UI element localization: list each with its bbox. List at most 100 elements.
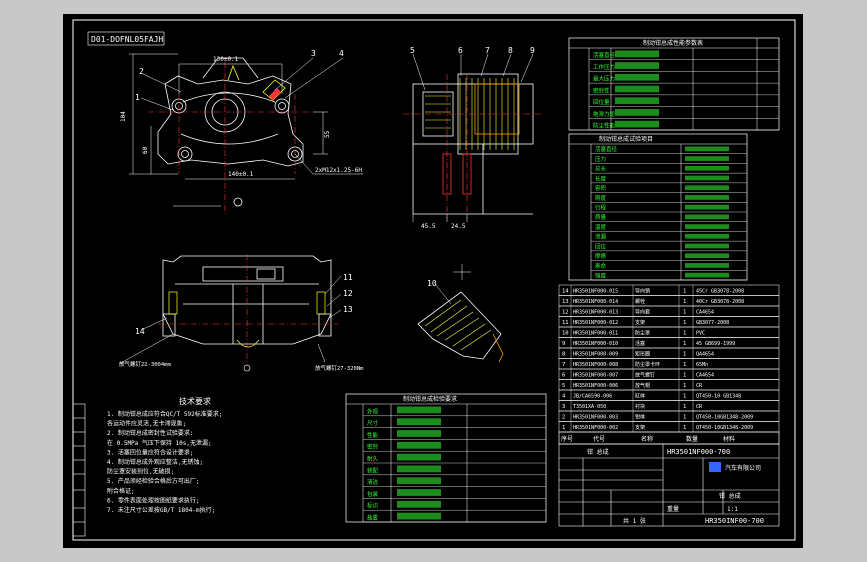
weight-label: 重量 — [667, 505, 679, 513]
parts-row-qty: 1 — [683, 310, 686, 316]
spec-row-value-bar — [397, 453, 441, 461]
parts-row-name: 导向套 — [635, 309, 650, 316]
scale-value: 1:1 — [727, 506, 738, 513]
parts-row-no: 10 — [562, 331, 569, 337]
spec-row-label: 密封性 — [593, 86, 610, 94]
top-view: 放气螺钉22-3004mm 放气螺钉27-320Nm 11 12 13 14 — [118, 254, 364, 372]
parts-header-no: 序号 — [561, 435, 573, 443]
parts-row-qty: 1 — [683, 425, 686, 431]
parts-row-no: 11 — [562, 320, 569, 326]
notes-line: 防尘罩安装到位,无破损; — [107, 468, 174, 476]
parts-row-code: T3501XA-050 — [573, 404, 606, 410]
spec-row-value-bar — [685, 165, 729, 171]
sheet-count: 共 1 张 — [623, 517, 646, 525]
spec-row-label: 回位 — [595, 242, 607, 250]
spec-row-value-bar — [685, 214, 729, 220]
cad-drawing: D01-DOFNL05FAJH — [72, 19, 796, 541]
parts-row-qty: 1 — [683, 373, 686, 379]
parts-row-qty: 1 — [683, 320, 686, 326]
parts-row-no: 14 — [562, 289, 569, 295]
company-logo — [709, 462, 721, 472]
parts-row-no: 4 — [562, 394, 566, 400]
spec-row-label: 刚度 — [595, 194, 607, 202]
spec-row-value-bar — [615, 109, 659, 116]
notes-lines: 1. 制动钳总成应符合QC/T 592标准要求; 各运动件应灵活,无卡滞现象;2… — [107, 410, 222, 514]
parts-row-qty: 1 — [683, 404, 686, 410]
parts-row-no: 13 — [562, 299, 569, 305]
spec-row-value-bar — [685, 233, 729, 239]
company-name: 汽车有限公司 — [725, 464, 761, 472]
parts-row-mat: CA4654 — [696, 373, 714, 379]
callout-4: 4 — [339, 49, 344, 58]
spec-row-value-bar — [397, 441, 441, 449]
parts-row-code: HR3501NF000-014 — [573, 299, 618, 305]
spec-table-a-title: 制动钳总成性能参数表 — [643, 39, 703, 47]
parts-row-no: 12 — [562, 310, 569, 316]
spec-row-value-bar — [397, 477, 441, 485]
notes-line: 各运动件应灵活,无卡滞现象; — [107, 420, 186, 428]
parts-row-mat: GB3077-2008 — [696, 320, 729, 326]
spec-row-label: 总长 — [595, 165, 607, 173]
spec-row-value-bar — [685, 253, 729, 259]
callout-11: 11 — [343, 273, 353, 282]
parts-row-mat: QT450-10GB1348-2009 — [696, 415, 753, 421]
parts-row-mat: 65Mn — [696, 362, 708, 368]
dim-left-height: 104 — [120, 111, 127, 122]
inner-border — [72, 19, 796, 541]
part-number-title: HR3501NF000-700 — [667, 448, 730, 456]
spec-row-value-bar — [685, 272, 729, 278]
spec-row-value-bar — [685, 185, 729, 191]
spec-row-label: 清洁 — [367, 478, 379, 486]
parts-row-qty: 1 — [683, 299, 686, 305]
notes-heading: 技术要求 — [179, 396, 211, 406]
parts-row-qty: 1 — [683, 331, 686, 337]
dim-inner-width: 140±0.1 — [228, 171, 254, 178]
spec-row-value-bar — [685, 175, 729, 181]
parts-row-no: 8 — [562, 352, 565, 358]
parts-row-name: 防尘罩卡环 — [635, 361, 660, 368]
parts-row-name: 导向销 — [635, 288, 650, 295]
technical-notes: 技术要求 1. 制动钳总成应符合QC/T 592标准要求; 各运动件应灵活,无卡… — [107, 396, 222, 514]
notes-line: 3. 活塞回位量应符合设计要求; — [107, 448, 193, 456]
parts-row-name: 活塞 — [635, 340, 645, 347]
parts-row-mat: QT450-10GB1348-2009 — [696, 425, 753, 431]
parts-header-mat: 材料 — [723, 435, 735, 443]
parts-row-mat: CR — [696, 383, 703, 389]
callout-12: 12 — [343, 289, 353, 298]
notes-line: 附合格证; — [107, 487, 135, 495]
spec-row-label: 包装 — [367, 490, 379, 498]
parts-row-no: 6 — [562, 373, 565, 379]
notes-line: 1. 制动钳总成应符合QC/T 592标准要求; — [107, 410, 222, 418]
spec-row-label: 防尘性能 — [593, 122, 616, 130]
section-view: 45.5 24.5 5 6 7 8 9 — [403, 46, 543, 230]
parts-row-name: 放气帽 — [635, 382, 650, 389]
dim-right-height: 55 — [324, 130, 331, 138]
parts-list-header: 序号 代号 名称 数量 材料 — [558, 431, 780, 445]
callout-2: 2 — [139, 67, 144, 76]
spec-row-value-bar — [397, 465, 441, 473]
callout-8: 8 — [508, 46, 513, 55]
spec-row-label: 标识 — [367, 502, 379, 510]
parts-row-name: 缸体 — [635, 393, 645, 400]
dim-thread: 2xM12x1.25-6H — [315, 167, 362, 174]
drawing-sheet: D01-DOFNL05FAJH — [63, 14, 803, 548]
parts-row-code: HR3501NF000-009 — [573, 352, 618, 358]
parts-row-name: 矩形圈 — [635, 351, 650, 358]
callout-5: 5 — [410, 46, 415, 55]
spec-table-c-title: 制动钳总成检验要求 — [403, 395, 457, 403]
parts-row-name: 螺栓 — [635, 298, 645, 305]
callout-1: 1 — [135, 93, 140, 102]
spec-row-value-bar — [397, 512, 441, 520]
parts-row-qty: 1 — [683, 289, 686, 295]
spec-row-value-bar — [397, 430, 441, 437]
spec-row-value-bar — [615, 85, 659, 93]
callout-3: 3 — [311, 49, 316, 58]
parts-row-qty: 1 — [683, 383, 686, 389]
callout-10: 10 — [427, 279, 437, 288]
parts-row-name: 放气螺钉 — [635, 372, 655, 379]
parts-header-name: 名称 — [641, 435, 653, 443]
parts-row-code: HR3501NF000-006 — [573, 383, 618, 389]
parts-header-code: 代号 — [593, 435, 605, 443]
